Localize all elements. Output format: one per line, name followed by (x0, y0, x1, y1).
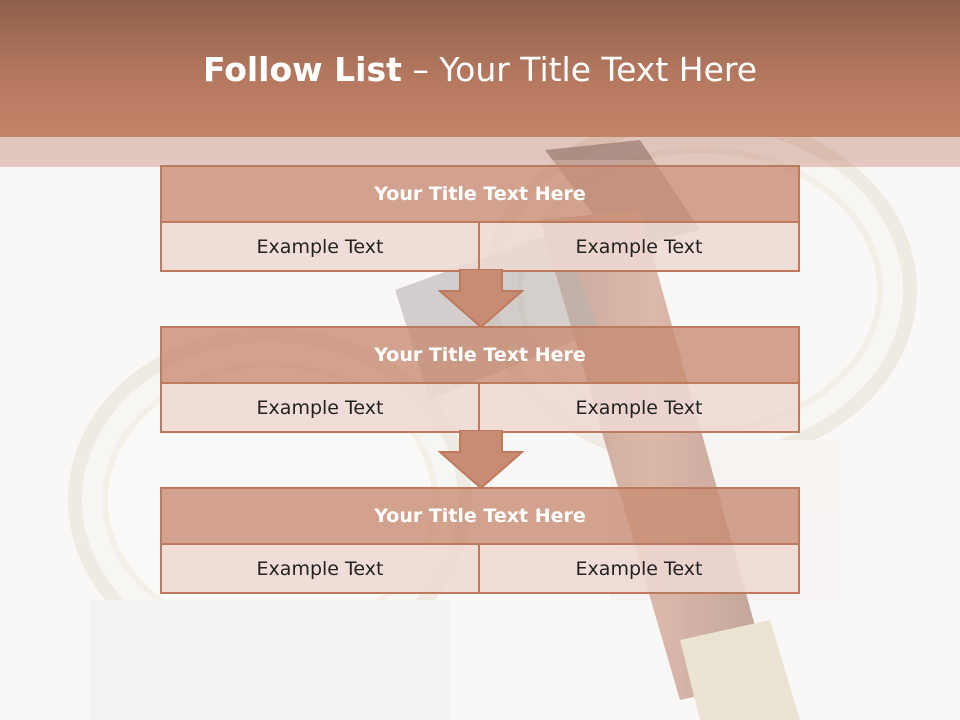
block-title: Your Title Text Here (160, 326, 800, 384)
block-row: Example Text Example Text (160, 545, 800, 594)
block-cell-right: Example Text (480, 223, 800, 272)
block-cell-left: Example Text (160, 223, 480, 272)
slide-title: Follow List – Your Title Text Here (0, 50, 960, 89)
block-title: Your Title Text Here (160, 165, 800, 223)
down-arrow-icon (438, 430, 524, 490)
down-arrow-icon (438, 269, 524, 329)
block-row: Example Text Example Text (160, 223, 800, 272)
follow-block-2: Your Title Text Here Example Text Exampl… (160, 326, 800, 433)
slide-title-rest: – Your Title Text Here (401, 50, 758, 89)
block-title: Your Title Text Here (160, 487, 800, 545)
header-bar (0, 0, 960, 137)
block-cell-left: Example Text (160, 384, 480, 433)
follow-block-1: Your Title Text Here Example Text Exampl… (160, 165, 800, 272)
block-cell-left: Example Text (160, 545, 480, 594)
follow-block-3: Your Title Text Here Example Text Exampl… (160, 487, 800, 594)
header-band (0, 137, 960, 167)
block-cell-right: Example Text (480, 545, 800, 594)
slide-title-bold: Follow List (202, 50, 402, 89)
block-row: Example Text Example Text (160, 384, 800, 433)
block-cell-right: Example Text (480, 384, 800, 433)
